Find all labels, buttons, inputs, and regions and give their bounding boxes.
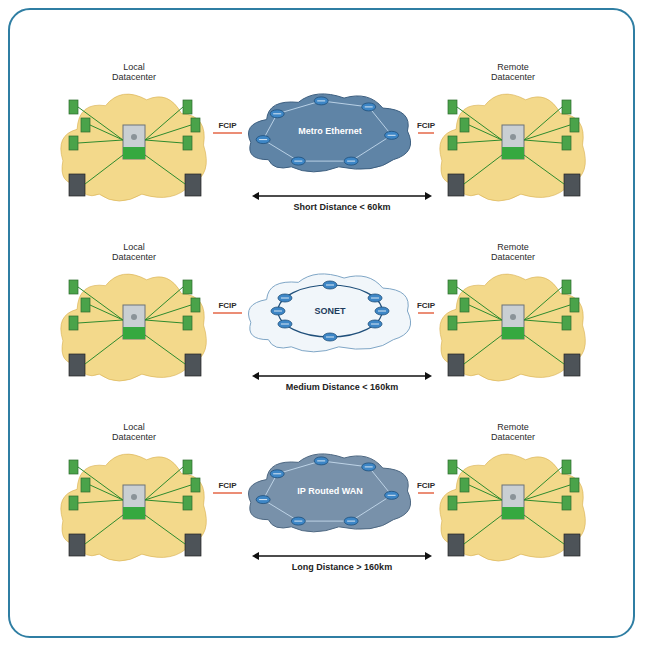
- datacenter-cloud: Local Datacenter: [55, 242, 213, 384]
- link-label: FCIP: [217, 301, 237, 310]
- datacenter-outline: [55, 266, 213, 384]
- datacenter-cloud: Local Datacenter: [55, 422, 213, 564]
- datacenter-cloud: Remote Datacenter: [434, 422, 592, 564]
- datacenter-cloud: Remote Datacenter: [434, 62, 592, 204]
- datacenter-heading: Local Datacenter: [103, 62, 165, 82]
- distance-arrow: [252, 372, 432, 380]
- distance-label: Short Distance < 60km: [294, 202, 391, 212]
- distance-label: Medium Distance < 160km: [286, 382, 398, 392]
- network-cloud: SONET: [242, 268, 418, 354]
- network-cloud: IP Routed WAN: [242, 448, 418, 534]
- link-label: FCIP: [217, 481, 237, 490]
- distance-arrow: [252, 552, 432, 560]
- datacenter-heading: Remote Datacenter: [482, 242, 544, 262]
- fcip-link: [418, 493, 434, 494]
- datacenter-outline: [434, 86, 592, 204]
- fcip-link: [213, 313, 242, 314]
- cloud-label: IP Routed WAN: [242, 486, 418, 496]
- datacenter-heading: Local Datacenter: [103, 242, 165, 262]
- fcip-link: [418, 133, 434, 134]
- datacenter-heading: Remote Datacenter: [482, 422, 544, 442]
- distance-arrow: [252, 192, 432, 200]
- network-cloud: Metro Ethernet: [242, 88, 418, 174]
- datacenter-heading: Local Datacenter: [103, 422, 165, 442]
- link-label: FCIP: [416, 481, 436, 490]
- datacenter-outline: [55, 446, 213, 564]
- datacenter-cloud: Remote Datacenter: [434, 242, 592, 384]
- datacenter-heading: Remote Datacenter: [482, 62, 544, 82]
- link-label: FCIP: [217, 121, 237, 130]
- datacenter-cloud: Local Datacenter: [55, 62, 213, 204]
- distance-label: Long Distance > 160km: [292, 562, 392, 572]
- fcip-link: [213, 133, 242, 134]
- cloud-label: Metro Ethernet: [242, 126, 418, 136]
- fcip-link: [213, 493, 242, 494]
- cloud-label: SONET: [242, 306, 418, 316]
- datacenter-outline: [434, 446, 592, 564]
- link-label: FCIP: [416, 301, 436, 310]
- datacenter-outline: [55, 86, 213, 204]
- fcip-link: [418, 313, 434, 314]
- datacenter-outline: [434, 266, 592, 384]
- link-label: FCIP: [416, 121, 436, 130]
